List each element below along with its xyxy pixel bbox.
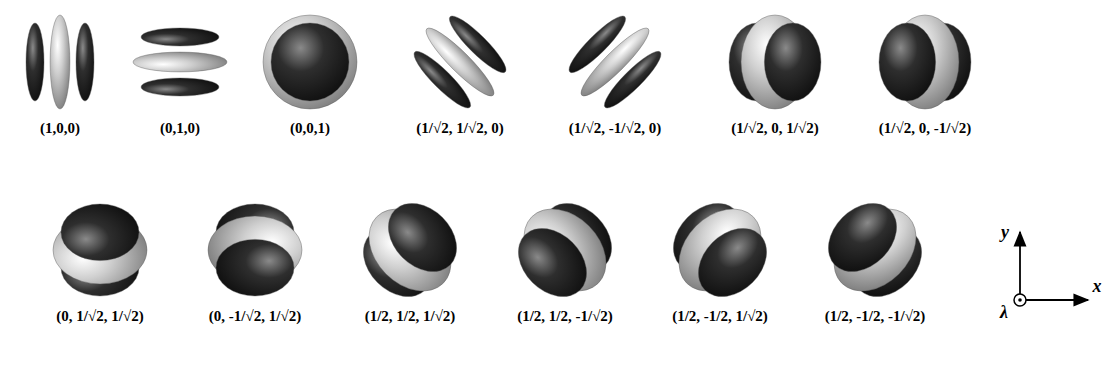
dark-lobe	[141, 28, 219, 46]
vector-label: (1/√2, 0, -1/√2)	[879, 120, 971, 137]
orbital-figure	[208, 204, 302, 296]
vector-label: (1,0,0)	[40, 120, 80, 137]
orbital-figure	[505, 190, 625, 310]
orbital-figure	[879, 15, 971, 109]
dark-lobe	[61, 204, 139, 261]
orbital-figure	[815, 190, 935, 310]
orbital-figure	[563, 10, 666, 113]
dark-lobe	[505, 215, 600, 310]
vector-label: (0, -1/√2, 1/√2)	[209, 308, 301, 325]
axis-symbol	[1014, 232, 1088, 306]
vector-label: (1/√2, 1/√2, 0)	[416, 120, 503, 137]
orbital-figure	[350, 190, 470, 310]
axis-label: x	[1093, 276, 1102, 297]
dark-lobe	[685, 215, 780, 310]
orbital-figure	[53, 204, 147, 296]
dark-lobe	[879, 23, 936, 101]
vector-label: (1/2, -1/2, -1/√2)	[825, 308, 926, 325]
light-lobe	[50, 15, 70, 109]
axis-label: y	[1001, 222, 1009, 243]
vector-label: (0,1,0)	[160, 120, 200, 137]
vector-label: (1/√2, 0, 1/√2)	[731, 120, 818, 137]
orbital-shapes	[26, 10, 971, 310]
vector-label: (1/2, 1/2, 1/√2)	[365, 308, 456, 325]
dark-lobe	[141, 78, 219, 96]
y-axis	[1019, 232, 1021, 300]
dark-lobe	[375, 190, 470, 285]
dark-lobe	[764, 23, 821, 101]
out-of-page-circle	[1014, 294, 1026, 306]
orbital-figure	[26, 15, 94, 109]
dark-lobe	[815, 190, 910, 285]
dark-lobe	[216, 239, 294, 296]
vector-label: (1/√2, -1/√2, 0)	[569, 120, 661, 137]
light-lobe	[263, 15, 357, 109]
vector-label: (0,0,1)	[290, 120, 330, 137]
dark-lobe	[26, 23, 44, 101]
light-lobe	[420, 22, 500, 102]
orbital-figure	[133, 28, 227, 96]
out-of-page-dot	[1018, 298, 1022, 302]
orbital-figure	[729, 15, 821, 109]
dark-lobe	[76, 23, 94, 101]
orbital-figure	[408, 10, 511, 113]
axis-label: λ	[1000, 302, 1008, 323]
vector-label: (0, 1/√2, 1/√2)	[56, 308, 143, 325]
dark-lobe	[271, 23, 349, 101]
dark-lobe	[271, 23, 349, 101]
orbital-figure	[660, 190, 780, 310]
light-lobe	[575, 22, 655, 102]
vector-label: (1/2, 1/2, -1/√2)	[517, 308, 613, 325]
orbital-figure	[263, 15, 357, 109]
light-lobe	[133, 52, 227, 72]
x-axis	[1020, 299, 1088, 301]
vector-label: (1/2, -1/2, 1/√2)	[672, 308, 768, 325]
